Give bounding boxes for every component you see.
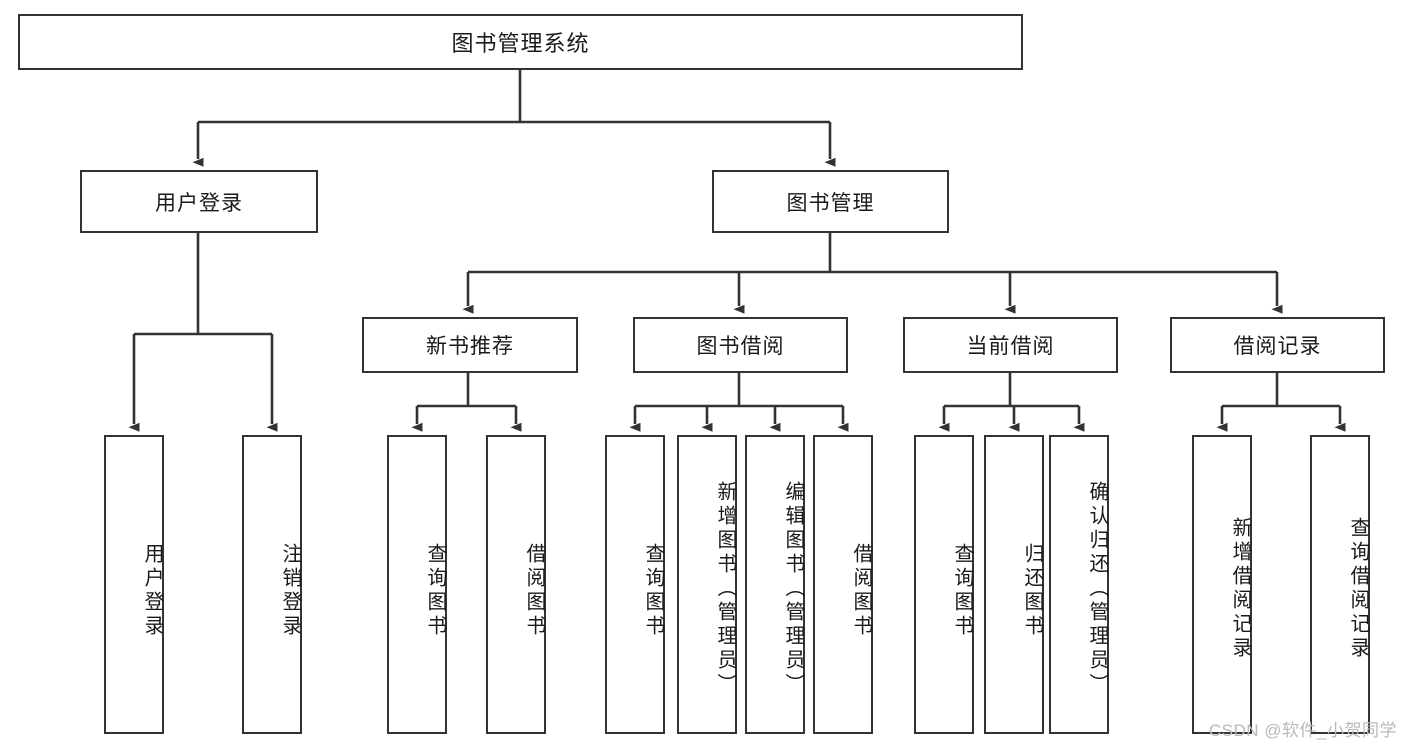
node-label: 当前借阅 (966, 335, 1055, 358)
node-new-book-recommend[interactable]: 新书推荐 (362, 317, 578, 373)
watermark-text: CSDN @软件_小贺同学 (1208, 721, 1397, 740)
node-label: 图书管理 (786, 191, 875, 215)
leaf-query-book-borrow[interactable]: 查询图书 (605, 435, 665, 734)
leaf-return-book[interactable]: 归还图书 (984, 435, 1044, 734)
node-label: 查询图书 (951, 542, 973, 639)
leaf-borrow-book-recommend[interactable]: 借阅图书 (486, 435, 546, 734)
node-current-borrow[interactable]: 当前借阅 (903, 317, 1118, 373)
node-label: 归还图书 (1021, 542, 1043, 639)
leaf-logout[interactable]: 注销登录 (242, 435, 302, 734)
node-label: 用户登录 (141, 542, 163, 639)
node-label: 借阅记录 (1233, 335, 1322, 358)
node-label: 新书推荐 (426, 335, 514, 358)
leaf-query-borrow-record[interactable]: 查询借阅记录 (1310, 435, 1370, 734)
leaf-query-book-recommend[interactable]: 查询图书 (387, 435, 447, 734)
node-label: 新增图书（管理员） (714, 480, 736, 697)
leaf-add-borrow-record[interactable]: 新增借阅记录 (1192, 435, 1252, 734)
node-book-management[interactable]: 图书管理 (712, 170, 949, 233)
leaf-borrow-book[interactable]: 借阅图书 (813, 435, 873, 734)
node-label: 图书借阅 (696, 335, 785, 358)
node-borrow-record[interactable]: 借阅记录 (1170, 317, 1385, 373)
leaf-edit-book-admin[interactable]: 编辑图书（管理员） (745, 435, 805, 734)
node-label: 用户登录 (155, 191, 243, 215)
node-label: 借阅图书 (523, 542, 545, 639)
leaf-user-login[interactable]: 用户登录 (104, 435, 164, 734)
node-label: 查询借阅记录 (1347, 516, 1369, 661)
leaf-query-book-current[interactable]: 查询图书 (914, 435, 974, 734)
leaf-add-book-admin[interactable]: 新增图书（管理员） (677, 435, 737, 734)
leaf-confirm-return-admin[interactable]: 确认归还（管理员） (1049, 435, 1109, 734)
node-label: 查询图书 (642, 542, 664, 639)
node-user-login[interactable]: 用户登录 (80, 170, 318, 233)
node-root-system[interactable]: 图书管理系统 (18, 14, 1023, 70)
node-label: 确认归还（管理员） (1086, 480, 1108, 697)
node-label: 注销登录 (279, 542, 301, 639)
node-book-borrow[interactable]: 图书借阅 (633, 317, 848, 373)
node-label: 借阅图书 (850, 542, 872, 639)
node-label: 图书管理系统 (451, 31, 590, 56)
node-label: 查询图书 (424, 542, 446, 639)
node-label: 编辑图书（管理员） (782, 480, 804, 697)
node-label: 新增借阅记录 (1229, 516, 1251, 661)
